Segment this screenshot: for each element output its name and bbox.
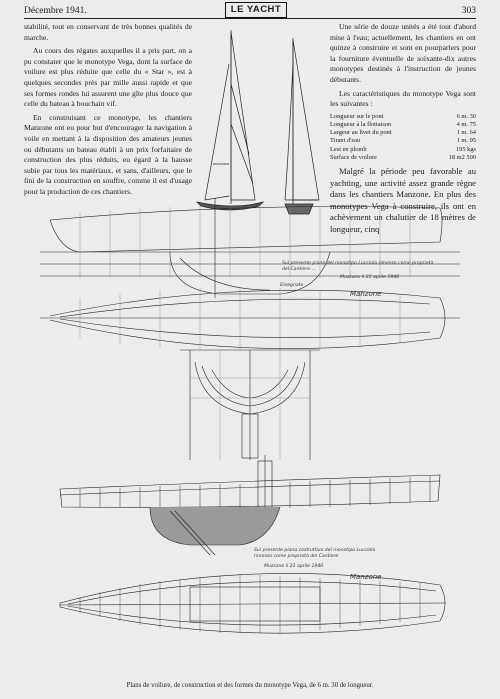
construction-note-1: Sul presente piano costruttivo del monot… (254, 547, 375, 553)
left-paragraph-3: En construisant ce monotype, les chantie… (24, 112, 192, 196)
spec-row: Lest en plomb 195 kgs (330, 146, 476, 154)
construction-signature: Manzone (350, 573, 381, 581)
header-title: LE YACHT (225, 2, 287, 18)
spec-row: Longueur sur le pont 6 m. 30 (330, 113, 476, 121)
profile-note-1: Sul presente piano del monotipo Lucciola… (282, 259, 433, 266)
spec-value: 6 m. 30 (456, 112, 476, 120)
left-column: stabilité, tout en conservant de très bo… (24, 22, 192, 201)
spec-value: 1 m. 64 (456, 129, 476, 137)
spec-label: Tirant d'eau (330, 137, 361, 145)
profile-signature: Manzone (350, 290, 381, 298)
spec-row: Longueur à la flottaison 4 m. 75 (330, 121, 476, 129)
figure-caption: Plans de voilure, de construction et des… (126, 682, 374, 689)
spec-label: Longueur à la flottaison (330, 120, 392, 128)
right-paragraph-2: Les caractéristiques du monotype Vega so… (330, 88, 476, 109)
left-paragraph-1: stabilité, tout en conservant de très bo… (24, 22, 192, 42)
right-paragraph-1: Une série de douze unités a été tout d'a… (330, 22, 476, 84)
page-number: 303 (461, 6, 476, 16)
spec-row: Tirant d'eau 1 m. 05 (330, 137, 476, 145)
right-paragraph-3: Malgré la période peu favorable au yacht… (330, 165, 476, 234)
spec-row: Surface de voilure 18 m2 500 (330, 154, 476, 162)
spec-label: Surface de voilure (330, 153, 377, 161)
sail-plan-drawing (195, 30, 320, 215)
spec-value: 4 m. 75 (456, 120, 476, 128)
spec-label: Largeur au livet du pont (330, 129, 392, 137)
right-column: Une série de douze unités a été tout d'a… (330, 22, 476, 239)
spec-row: Largeur au livet du pont 1 m. 64 (330, 129, 476, 137)
spec-label: Lest en plomb (330, 145, 367, 153)
spec-value: 1 m. 05 (456, 137, 476, 145)
header-rule (24, 18, 476, 19)
specifications-table: Longueur sur le pont 6 m. 30 Longueur à l… (330, 113, 476, 162)
header-date: Décembre 1941. (24, 6, 87, 16)
spec-value: 18 m2 500 (448, 153, 476, 161)
construction-date: Muzzano li 21 aprile 1940 (264, 563, 323, 569)
spec-value: 195 kgs (455, 145, 476, 153)
spec-label: Longueur sur le pont (330, 112, 384, 120)
profile-note-3: Disegnato (280, 282, 303, 288)
construction-note-2: rimesso come proprietà del Cantiere (254, 552, 338, 559)
profile-note-2: del Cantiere ... (282, 266, 316, 272)
lines-plan-drawing: Sul presente piano del monotipo Lucciola… (40, 198, 460, 460)
construction-plan-drawing: Sul presente piano costruttivo del monot… (59, 455, 447, 634)
profile-date: Muzzano li 21 aprile 1940 (340, 274, 399, 280)
left-paragraph-2: Au cours des régates auxquelles il a pri… (24, 46, 192, 109)
